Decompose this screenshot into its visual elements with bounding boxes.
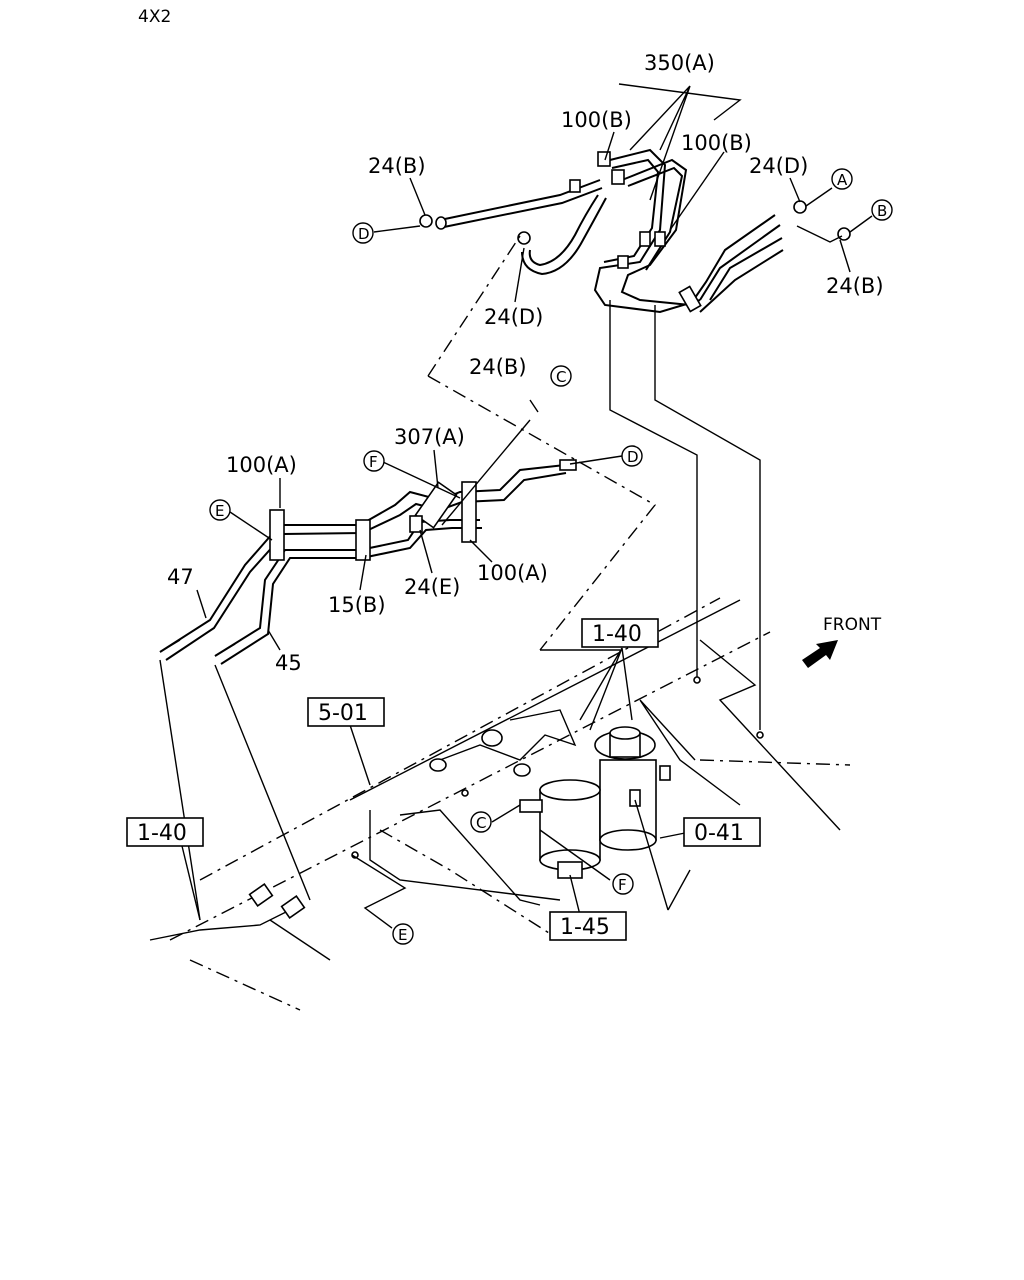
ref-box-0-41: 0-41 [683,817,761,847]
upper-leaders [373,83,873,651]
svg-text:B: B [877,202,887,220]
svg-text:1-40: 1-40 [592,622,642,647]
front-label: FRONT [823,615,882,635]
fuel-filter [519,726,671,879]
label-24B-mid: 24(B) [469,355,527,379]
svg-text:5-01: 5-01 [318,701,368,726]
svg-text:E: E [215,502,224,520]
label-24B-top: 24(B) [368,154,426,178]
label-47: 47 [167,565,194,589]
svg-text:C: C [556,368,566,386]
svg-text:1-40: 1-40 [137,821,187,846]
label-15B: 15(B) [328,593,386,617]
label-24D-top: 24(D) [749,154,808,178]
svg-text:A: A [837,171,848,189]
ref-box-1-45: 1-45 [549,911,627,941]
marker-E-low: E [392,923,414,945]
label-100A-left: 100(A) [226,453,297,477]
marker-D-mid: D [621,445,643,467]
marker-F-mid: F [363,450,385,472]
svg-text:1-45: 1-45 [560,915,610,940]
marker-F-low: F [612,873,634,895]
label-45: 45 [275,651,302,675]
svg-text:F: F [369,453,378,471]
marker-E-left: E [209,499,231,521]
chassis-frame [149,597,851,1011]
svg-text:F: F [618,876,627,894]
marker-C-low: C [470,811,492,833]
label-24D-mid: 24(D) [484,305,543,329]
marker-C-top: C [550,365,572,387]
ref-box-5-01: 5-01 [307,697,385,727]
ref-box-1-40-top: 1-40 [581,618,659,648]
label-24E: 24(E) [404,575,460,599]
label-24B-right: 24(B) [826,274,884,298]
svg-text:D: D [627,448,639,466]
label-100A-right: 100(A) [477,561,548,585]
marker-D-top: D [352,222,374,244]
label-307A: 307(A) [394,425,465,449]
marker-B: B [871,199,893,221]
label-100B-right: 100(B) [681,131,752,155]
svg-text:C: C [476,814,486,832]
svg-text:E: E [398,926,407,944]
label-350A: 350(A) [644,51,715,75]
marker-A: A [831,168,853,190]
label-100B-left: 100(B) [561,108,632,132]
front-arrow-icon [802,640,838,668]
ref-box-1-40-left: 1-40 [126,817,204,847]
svg-text:0-41: 0-41 [694,821,744,846]
middle-leaders [159,399,623,921]
variant-label: 4X2 [138,7,171,27]
svg-text:D: D [358,225,370,243]
